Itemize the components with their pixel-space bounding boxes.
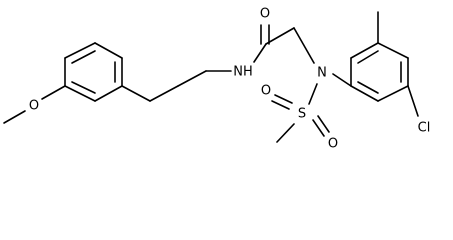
bond-ring2-f-inner: [357, 81, 379, 94]
bond-ring1-b-inner: [71, 50, 96, 64]
bonds: [3, 11, 419, 143]
sulfonyl-oxygen-lower-label: O: [328, 137, 338, 152]
bond-s-o-lower-1: [312, 119, 325, 137]
bond-ch2-n: [293, 27, 315, 64]
bond-ethyl-1: [121, 85, 151, 102]
bond-ethyl-2: [149, 85, 179, 102]
bond-carbonyl-ch2: [265, 27, 295, 45]
bond-ethyl-3: [177, 70, 207, 87]
bond-s-o-lower-2: [317, 115, 330, 133]
bond-methyl-o: [3, 110, 26, 124]
bond-ring2-cl: [407, 85, 419, 117]
methoxy-oxygen-label: O: [29, 99, 39, 114]
chemical-structure-diagram: O NH O N S O O Cl: [3, 7, 430, 152]
bond-ring1-e: [94, 85, 123, 102]
bond-ring1-f: [64, 85, 96, 102]
bond-ring2-f: [350, 85, 379, 102]
bond-s-o-upper-2: [271, 100, 290, 110]
atom-labels: O NH O N S O O Cl: [29, 7, 430, 152]
bond-nh-carbonyl: [253, 43, 267, 63]
bond-ring1-b: [64, 42, 96, 59]
bond-ring1-f-inner: [71, 81, 96, 94]
sulfonyl-oxygen-upper-label: O: [261, 84, 271, 99]
amide-nh-label: NH: [233, 65, 253, 80]
bond-ring1-c: [94, 42, 123, 59]
sulfonamide-nitrogen-label: N: [317, 66, 327, 81]
sulfonyl-sulfur-label: S: [298, 107, 306, 122]
carbonyl-oxygen-label: O: [260, 7, 270, 22]
bond-n-s: [308, 83, 318, 105]
bond-n-aryl: [332, 73, 352, 87]
bond-ring2-c: [377, 42, 409, 59]
bond-ring2-b: [350, 42, 379, 59]
chlorine-label: Cl: [418, 121, 431, 136]
bond-s-methyl: [276, 123, 295, 143]
bond-s-o-upper-1: [274, 94, 293, 104]
bond-ring2-b-inner: [357, 50, 379, 64]
bond-o-aryl: [41, 85, 66, 100]
bond-ring2-e: [377, 85, 409, 102]
